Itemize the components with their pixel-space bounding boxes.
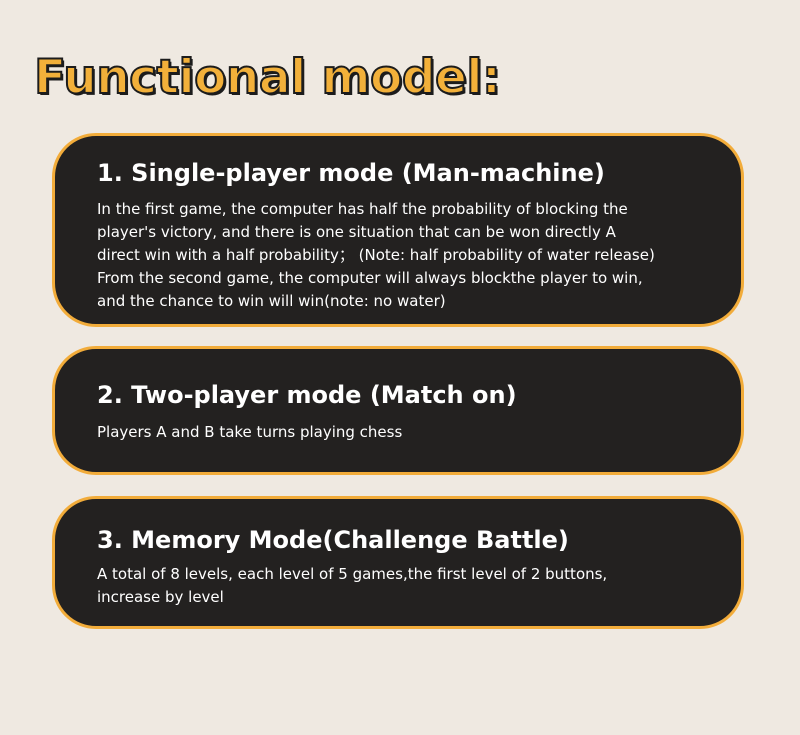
description-line: and the chance to win will win(note: no … [97,292,446,310]
mode-description: In the first game, the computer has half… [97,198,711,313]
mode-card-two-player: 2. Two-player mode (Match on) Players A … [52,346,744,475]
page-title: Functional model: [33,49,502,106]
description-line: increase by level [97,588,224,606]
mode-heading: 3. Memory Mode(Challenge Battle) [97,526,569,554]
mode-card-single-player: 1. Single-player mode (Man-machine) In t… [52,133,744,327]
description-line: A total of 8 levels, each level of 5 gam… [97,565,608,583]
mode-card-memory: 3. Memory Mode(Challenge Battle) A total… [52,496,744,629]
description-line: Players A and B take turns playing chess [97,423,403,441]
mode-heading: 2. Two-player mode (Match on) [97,381,517,409]
mode-description: Players A and B take turns playing chess [97,421,711,444]
description-line: direct win with a half probability； (Not… [97,246,655,264]
mode-heading: 1. Single-player mode (Man-machine) [97,159,605,187]
mode-description: A total of 8 levels, each level of 5 gam… [97,563,711,609]
description-line: player's victory, and there is one situa… [97,223,616,241]
description-line: In the first game, the computer has half… [97,200,628,218]
description-line: From the second game, the computer will … [97,269,643,287]
